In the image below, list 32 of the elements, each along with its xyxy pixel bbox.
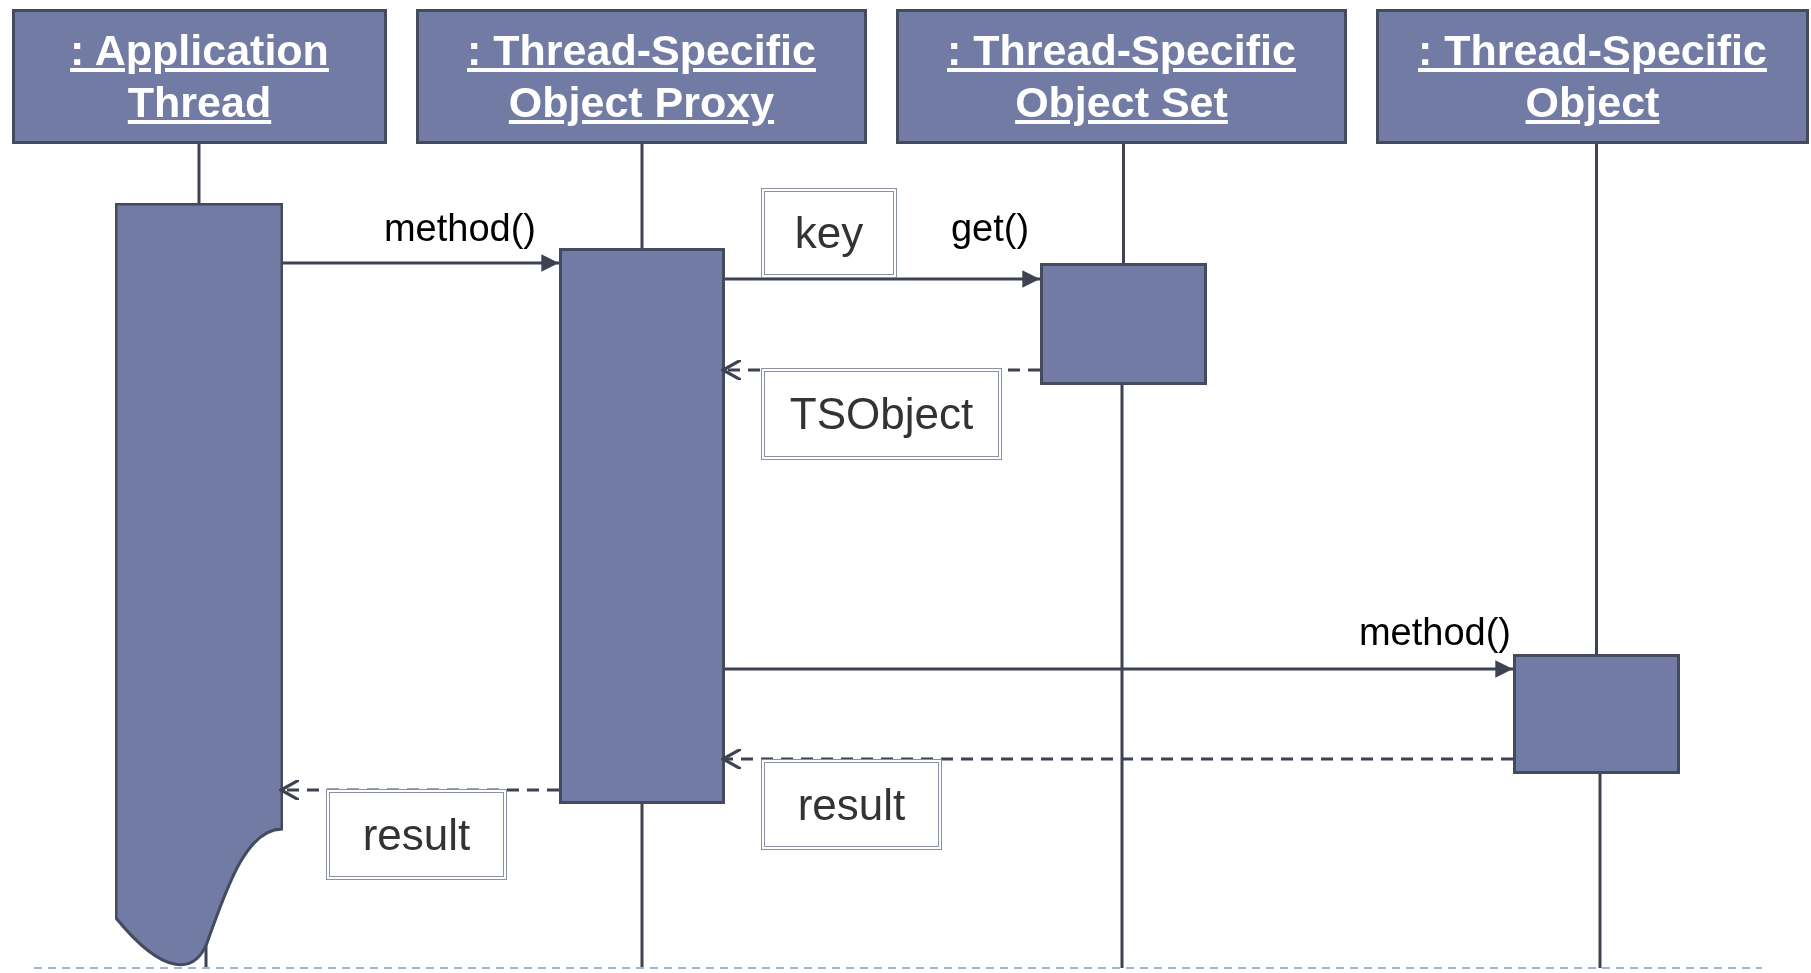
- lifeline: [640, 144, 644, 248]
- return-arrow: [279, 778, 559, 802]
- activation-bar: [559, 248, 725, 804]
- object-name: : Thread-Specific Object Set: [946, 24, 1297, 128]
- message-arrow: [283, 254, 559, 272]
- lifeline-header: [1376, 9, 1809, 144]
- lifeline: [197, 144, 201, 203]
- edge-label: get(): [950, 209, 1030, 247]
- note-box: [761, 368, 1002, 460]
- note-box: [761, 188, 897, 278]
- edge-label: method(): [383, 209, 537, 247]
- return-arrow: [721, 358, 1040, 382]
- object-name: : Thread-Specific Object: [1417, 24, 1768, 128]
- message-arrow: [725, 270, 1040, 288]
- activation-bar: [1040, 263, 1207, 385]
- lifeline-header: [12, 9, 387, 144]
- edge-label: method(): [1358, 613, 1512, 651]
- lifeline-header: [416, 9, 867, 144]
- note-text: result: [797, 782, 906, 827]
- activation-bar: [1513, 654, 1680, 774]
- message-arrow: [725, 660, 1513, 678]
- lifeline: [1595, 144, 1598, 654]
- note-box: [326, 789, 507, 880]
- object-name: : Thread-Specific Object Proxy: [466, 24, 817, 128]
- return-arrow: [721, 747, 1513, 771]
- note-text: result: [362, 812, 471, 857]
- note-text: key: [794, 211, 864, 255]
- object-name: : Application Thread: [69, 24, 330, 128]
- lifeline: [1122, 144, 1125, 263]
- note-text: TSObject: [789, 392, 974, 436]
- lifeline-header: [896, 9, 1347, 144]
- note-box: [761, 759, 942, 850]
